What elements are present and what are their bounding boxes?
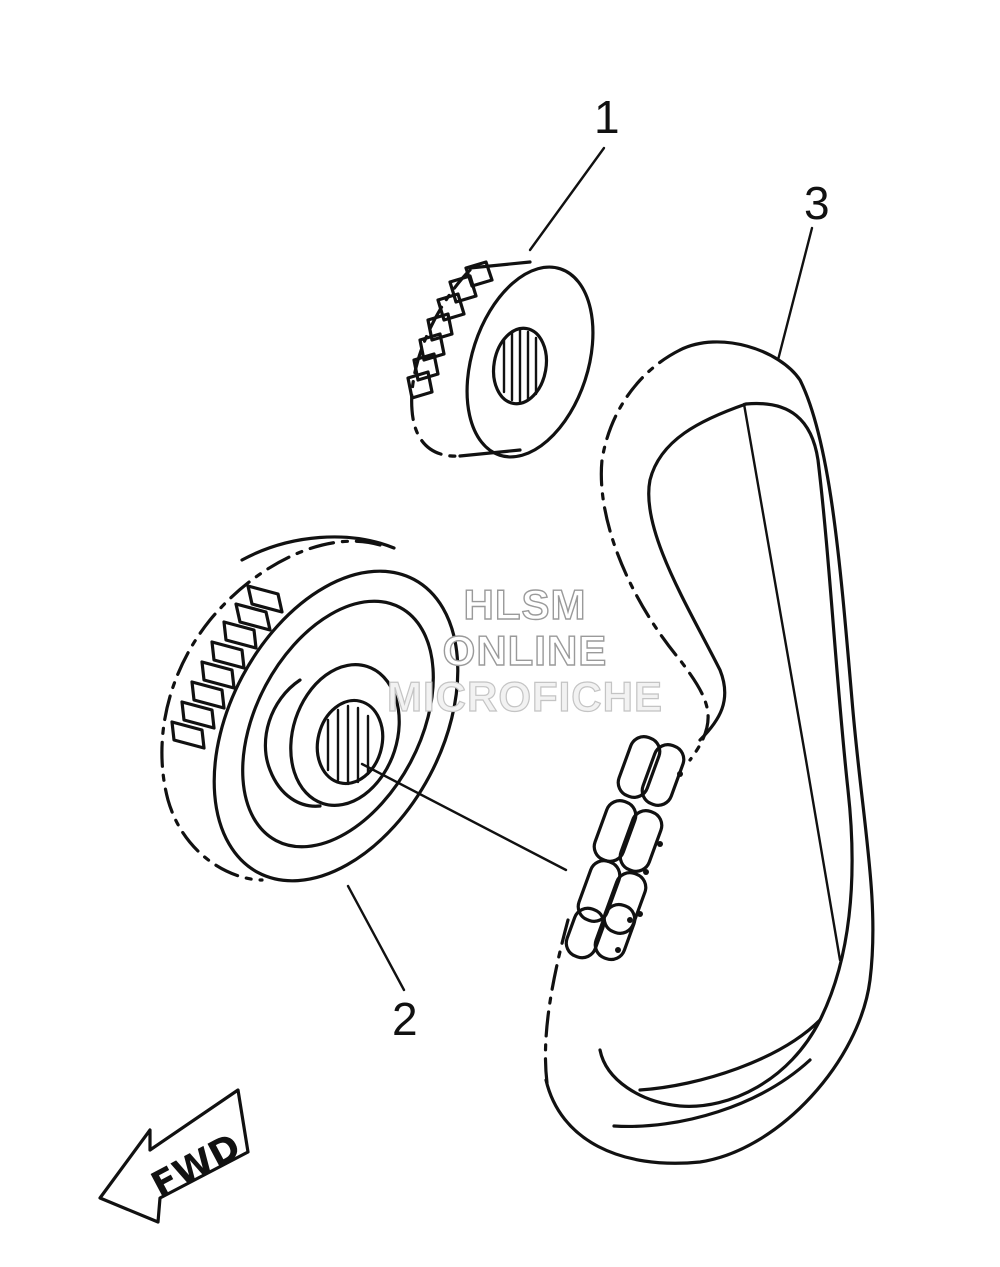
- shaft-axis-line: [360, 762, 568, 872]
- timing-belt: [543, 340, 875, 1165]
- small-sprocket: [406, 260, 595, 459]
- leader-line-1: [528, 146, 606, 252]
- fwd-label: FWD: [145, 1126, 247, 1206]
- leader-line-2: [346, 884, 406, 992]
- large-pulley: [160, 535, 460, 883]
- callout-1: 1: [594, 91, 620, 143]
- forward-direction-arrow: FWD: [98, 1088, 250, 1224]
- callout-3: 3: [804, 177, 830, 229]
- callout-2: 2: [392, 993, 418, 1045]
- leader-line-3: [776, 226, 814, 362]
